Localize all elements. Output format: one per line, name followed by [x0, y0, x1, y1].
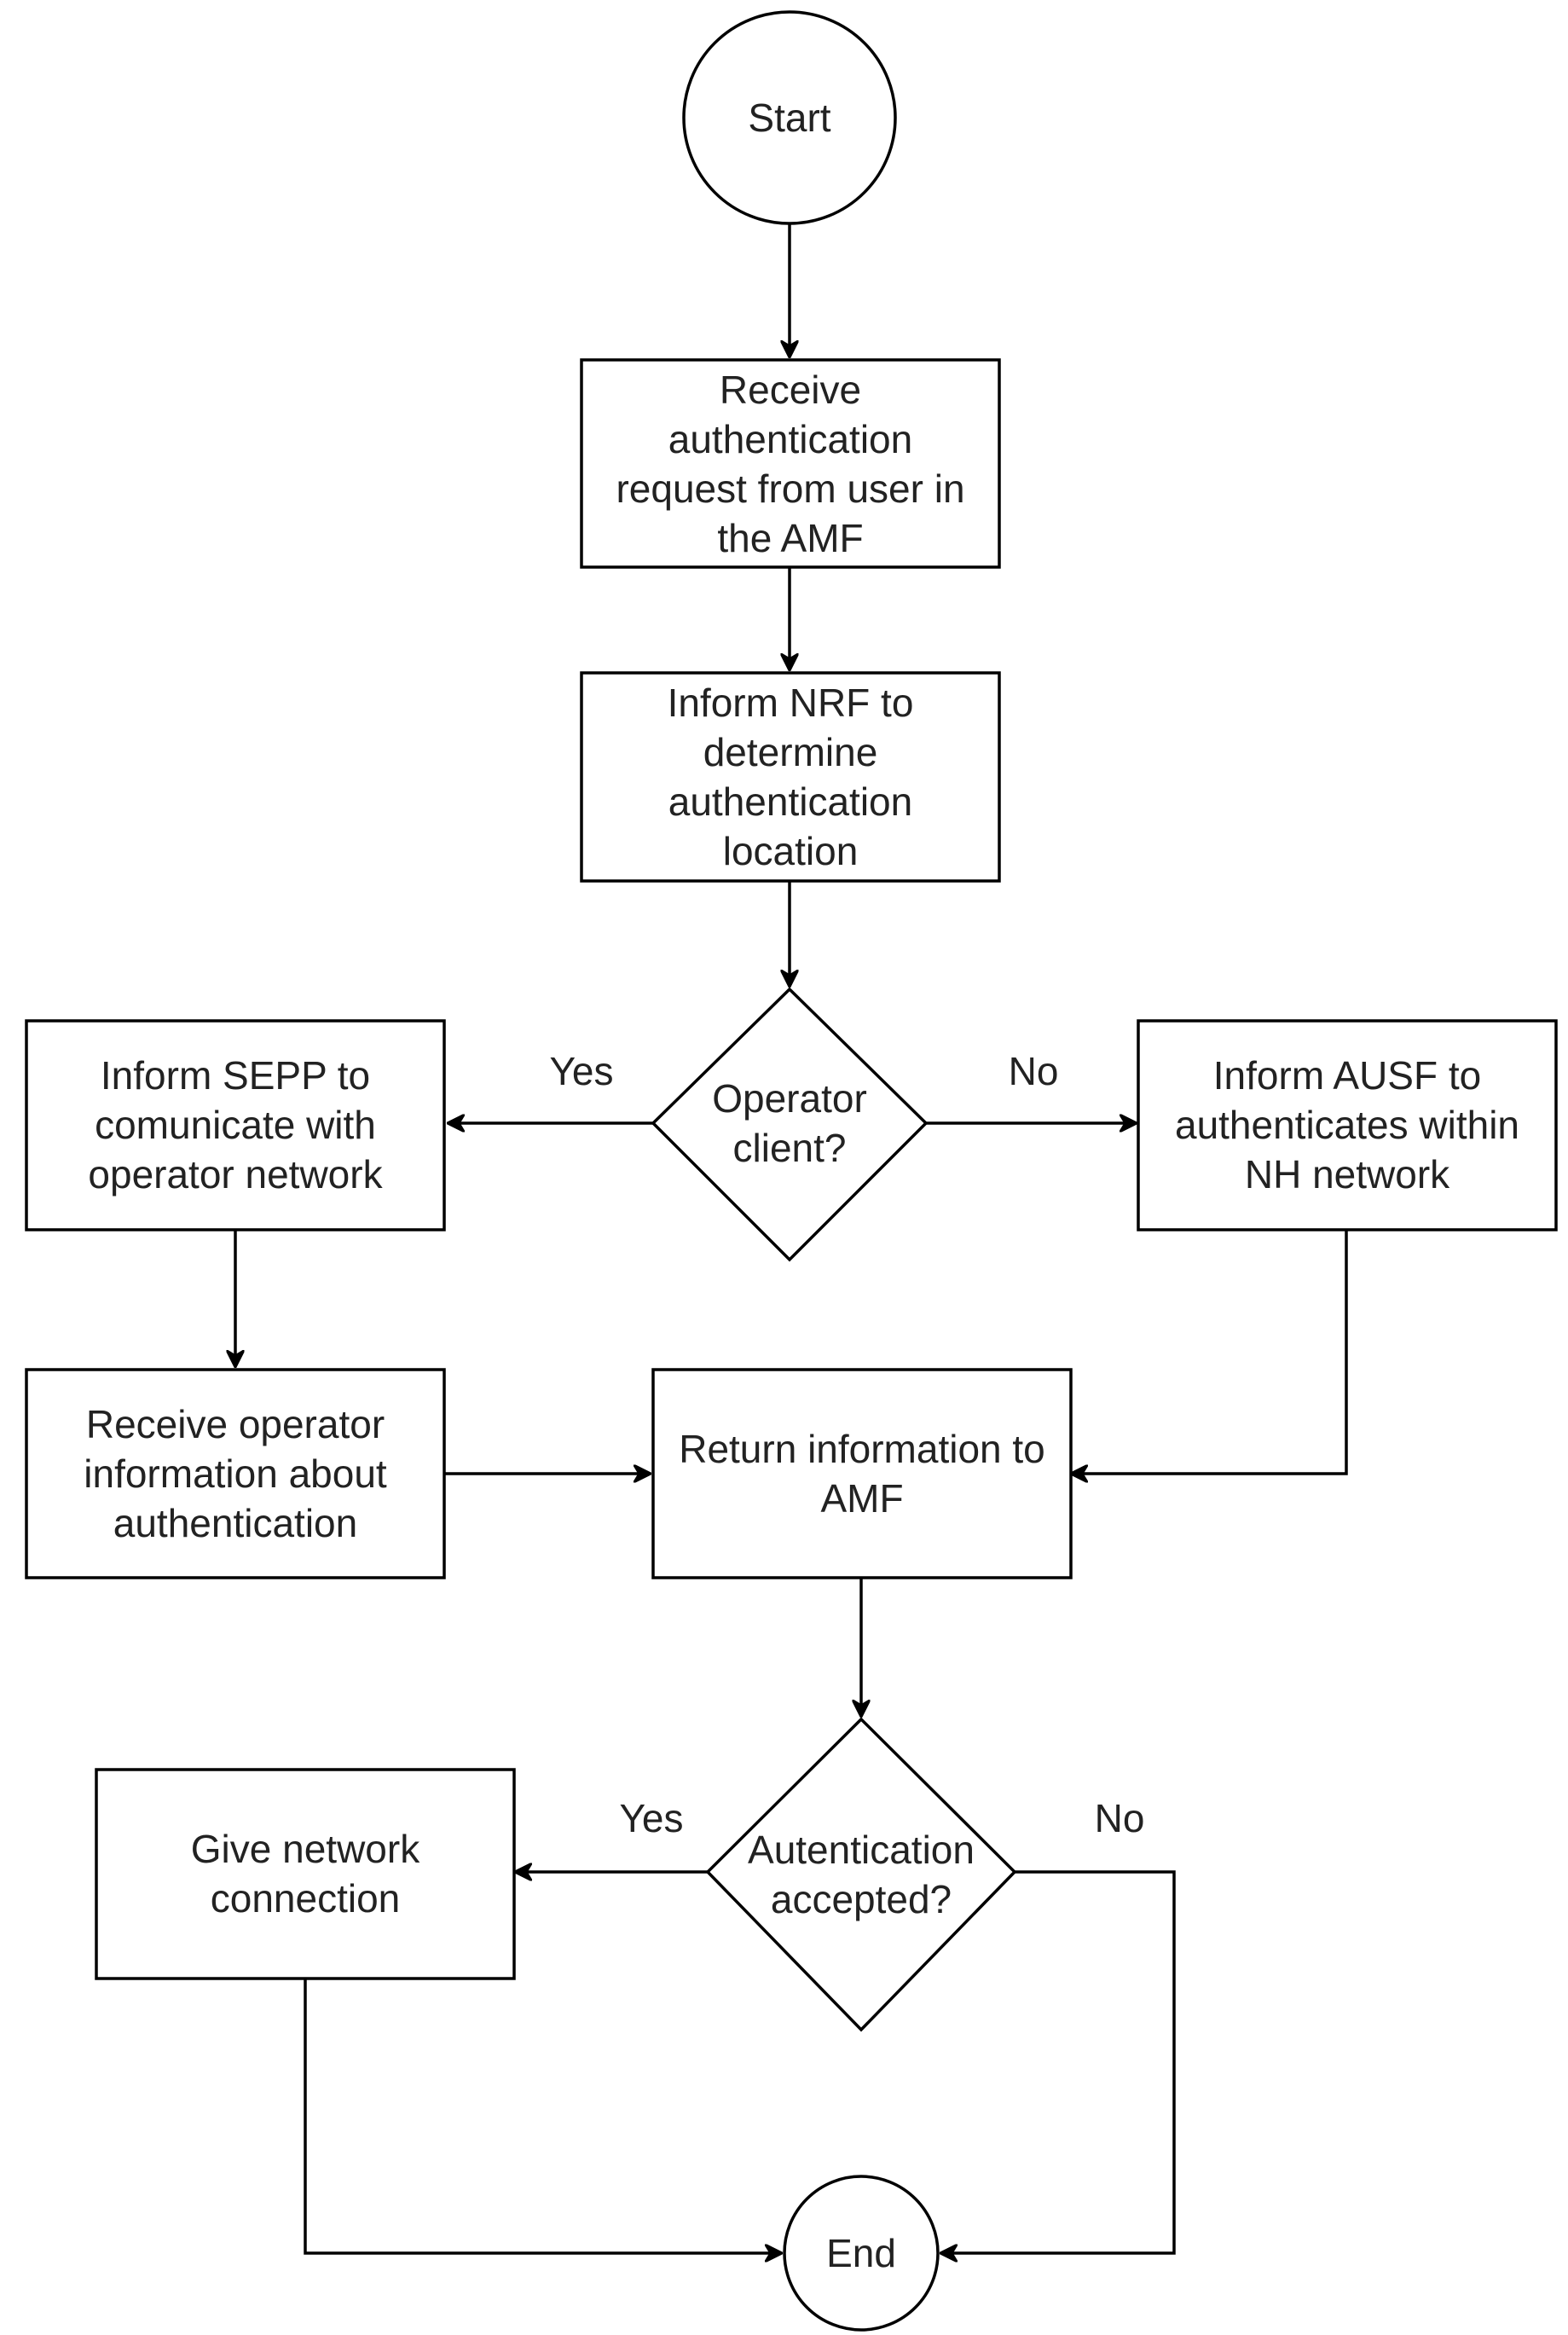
start-node-label: Start	[748, 96, 830, 140]
label-line: Operator	[712, 1076, 867, 1121]
auth-accepted-decision: Autentication accepted?	[705, 1717, 1017, 2032]
label-line: Inform NRF to	[668, 681, 914, 725]
label-line: AMF	[820, 1476, 903, 1521]
auth-accepted-label: Autentication accepted?	[748, 1828, 975, 1921]
edges	[235, 223, 1348, 2253]
receive-operator-info-node: Receive operator information about authent…	[25, 1368, 446, 1579]
edge-labels: Yes No Yes No	[549, 1049, 1144, 1840]
end-node-label: End	[826, 2231, 896, 2275]
edge-label-operator-no: No	[1009, 1049, 1059, 1093]
label-line: Return information to	[679, 1427, 1045, 1471]
inform-ausf-label: Inform AUSF to authenticates within NH net…	[1175, 1053, 1519, 1196]
start-node: Start	[682, 10, 897, 225]
label-line: NH network	[1245, 1152, 1450, 1196]
label-line: Inform SEPP to	[101, 1053, 370, 1098]
label-line: accepted?	[771, 1877, 952, 1921]
give-connection-label: Give network connection	[191, 1827, 420, 1921]
inform-nrf-node: Inform NRF to determine authentication loca…	[580, 671, 1001, 883]
label-line: Start	[748, 96, 830, 140]
label-line: connection	[211, 1876, 401, 1921]
label-line: Receive	[720, 368, 861, 412]
edge-label-auth-no: No	[1095, 1796, 1145, 1840]
label-line: client?	[733, 1126, 847, 1170]
edge-auth-no-to-end	[941, 1870, 1176, 2253]
receive-operator-info-label: Receive operator information about authent…	[84, 1402, 387, 1545]
label-line: Autentication	[748, 1828, 975, 1872]
end-node: End	[783, 2175, 940, 2332]
edge-label-operator-yes: Yes	[549, 1049, 613, 1093]
receive-request-label: Receive authentication request from user i…	[616, 368, 964, 560]
label-line: authentication	[668, 779, 912, 824]
label-line: determine	[703, 730, 878, 774]
edge-label-auth-yes: Yes	[619, 1796, 683, 1840]
label-line: authentication	[113, 1501, 357, 1545]
inform-nrf-label: Inform NRF to determine authentication loca…	[668, 681, 914, 873]
label-line: comunicate with	[95, 1103, 376, 1147]
label-line: Give network	[191, 1827, 420, 1871]
label-line: request from user in	[616, 466, 964, 511]
label-line: the AMF	[717, 516, 863, 560]
label-line: Inform AUSF to	[1213, 1053, 1481, 1098]
label-line: authenticates within	[1175, 1103, 1519, 1147]
label-line: End	[826, 2231, 896, 2275]
label-line: Receive operator	[86, 1402, 385, 1446]
return-info-node: Return information to AMF	[651, 1368, 1073, 1579]
nodes: Start Receive authentication request from …	[25, 10, 1558, 2332]
operator-client-decision: Operator client?	[651, 987, 929, 1262]
edge-ausf-to-return	[1072, 1230, 1348, 1474]
label-line: location	[723, 829, 859, 873]
label-line: authentication	[668, 417, 912, 461]
operator-client-label: Operator client?	[712, 1076, 867, 1170]
inform-sepp-label: Inform SEPP to comunicate with operator ne…	[88, 1053, 383, 1196]
label-line: information about	[84, 1451, 387, 1496]
receive-request-node: Receive authentication request from user i…	[580, 358, 1001, 569]
label-line: operator network	[88, 1152, 383, 1196]
edge-give-to-end	[304, 1979, 781, 2253]
give-connection-node: Give network connection	[95, 1768, 516, 1980]
inform-ausf-node: Inform AUSF to authenticates within NH net…	[1137, 1019, 1558, 1231]
inform-sepp-node: Inform SEPP to comunicate with operator ne…	[25, 1019, 446, 1231]
return-info-label: Return information to AMF	[679, 1427, 1045, 1521]
